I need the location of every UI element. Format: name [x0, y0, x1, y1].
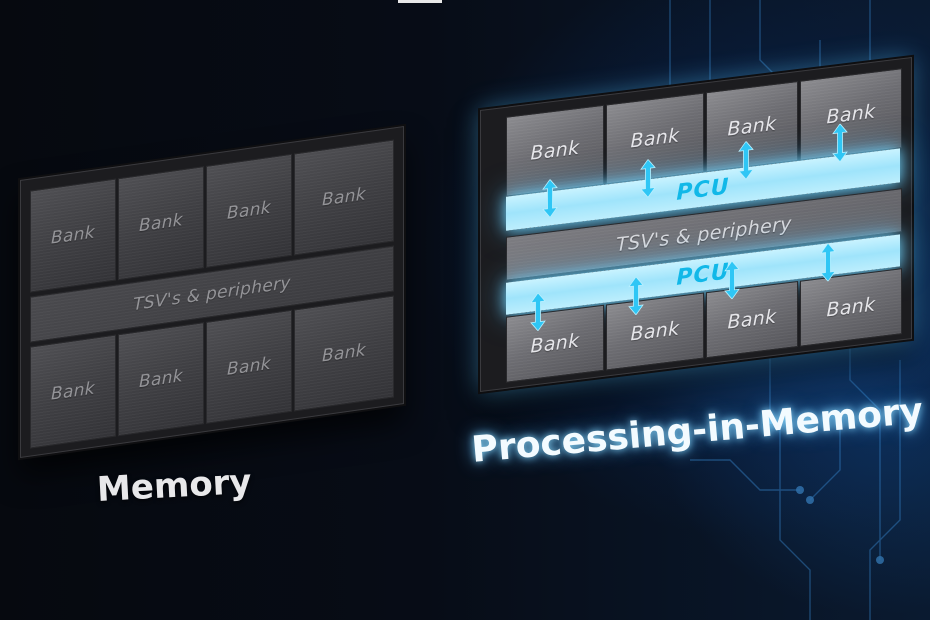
memory-bank-bottom-3: Bank	[206, 309, 292, 424]
double-arrow-icon	[640, 158, 656, 199]
double-arrow-icon	[530, 292, 546, 332]
memory-bank-bottom-2: Bank	[118, 322, 204, 437]
bank-label: Bank	[322, 340, 366, 367]
memory-caption: Memory	[96, 461, 253, 510]
bank-label: Bank	[826, 293, 876, 322]
pim-bank-bottom-1: Bank	[506, 304, 604, 383]
bank-label: Bank	[727, 305, 777, 334]
pcu-label: PCU	[676, 173, 730, 206]
bank-label: Bank	[322, 184, 366, 211]
bank-label: Bank	[139, 210, 183, 237]
pim-chip: Bank Bank Bank Bank PCU TSV's & peripher…	[480, 56, 912, 393]
memory-bank-top-2: Bank	[118, 166, 204, 281]
bank-label: Bank	[51, 378, 95, 405]
bank-label: Bank	[630, 124, 680, 153]
double-arrow-icon	[542, 178, 558, 219]
memory-bank-top-3: Bank	[206, 153, 292, 268]
pim-bank-top-4: Bank	[800, 68, 902, 161]
bank-label: Bank	[51, 222, 95, 249]
pim-bank-bottom-2: Bank	[606, 292, 704, 371]
memory-chip: Bank Bank Bank Bank TSV's & periphery Ba…	[20, 126, 404, 458]
bank-label: Bank	[727, 112, 777, 141]
double-arrow-icon	[832, 123, 848, 163]
bank-label: Bank	[530, 329, 580, 358]
double-arrow-icon	[724, 260, 740, 300]
memory-bank-top-4: Bank	[294, 139, 394, 256]
pim-bank-bottom-4: Bank	[800, 268, 902, 347]
double-arrow-icon	[738, 140, 754, 180]
memory-bank-bottom-1: Bank	[30, 334, 116, 449]
pcu-label: PCU	[676, 258, 730, 291]
bank-label: Bank	[139, 366, 183, 393]
periphery-label: TSV's & periphery	[133, 272, 291, 316]
memory-bank-top-1: Bank	[30, 178, 116, 293]
double-arrow-icon	[820, 242, 836, 282]
bank-label: Bank	[227, 197, 271, 224]
bank-label: Bank	[227, 353, 271, 380]
pim-bank-bottom-3: Bank	[706, 280, 798, 359]
bank-label: Bank	[630, 317, 680, 346]
bank-label: Bank	[530, 136, 580, 165]
memory-bank-bottom-4: Bank	[294, 295, 394, 412]
double-arrow-icon	[628, 276, 644, 316]
top-marker	[398, 0, 442, 3]
